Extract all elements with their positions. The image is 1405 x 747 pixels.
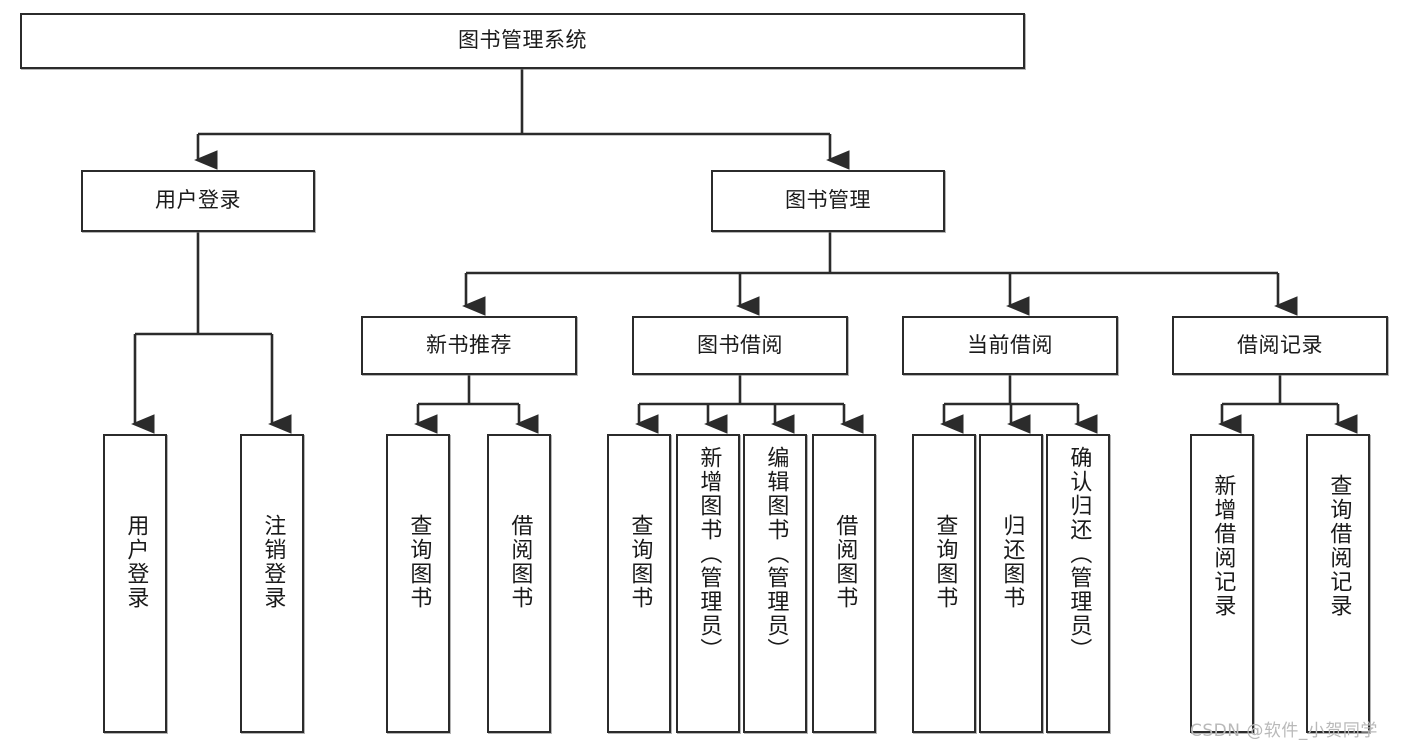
- node-book-manage[interactable]: 图书管理: [711, 170, 945, 232]
- leaf-bookborrow-edit-book[interactable]: 编辑图书（管理员）: [743, 434, 807, 733]
- node-book-borrow-label: 图书借阅: [697, 332, 783, 357]
- leaf-currentborrow-query-book[interactable]: 查询图书: [912, 434, 976, 733]
- node-book-borrow[interactable]: 图书借阅: [632, 316, 848, 375]
- leaf-logout-label: 注销登录: [260, 514, 286, 610]
- node-user-login-label: 用户登录: [155, 188, 241, 213]
- leaf-borrowrecord-add-record[interactable]: 新增借阅记录: [1190, 434, 1254, 733]
- leaf-logout[interactable]: 注销登录: [240, 434, 304, 733]
- leaf-user-login-label: 用户登录: [123, 514, 149, 610]
- node-root-label: 图书管理系统: [458, 28, 587, 53]
- leaf-bookborrow-add-book[interactable]: 新增图书（管理员）: [676, 434, 740, 733]
- leaf-bookborrow-add-book-label: 新增图书（管理员）: [696, 446, 722, 662]
- leaf-newbook-query-book-label: 查询图书: [406, 514, 432, 610]
- csdn-watermark-text: CSDN @软件_小贺同学: [1190, 721, 1378, 741]
- node-new-book-recommend-label: 新书推荐: [426, 332, 512, 357]
- leaf-currentborrow-confirm-return-label: 确认归还（管理员）: [1066, 446, 1092, 662]
- leaf-bookborrow-query-book[interactable]: 查询图书: [607, 434, 671, 733]
- leaf-bookborrow-borrow-book[interactable]: 借阅图书: [812, 434, 876, 733]
- leaf-borrowrecord-add-record-label: 新增借阅记录: [1210, 474, 1236, 618]
- node-borrow-record[interactable]: 借阅记录: [1172, 316, 1388, 375]
- node-current-borrow-label: 当前借阅: [967, 332, 1053, 357]
- leaf-currentborrow-confirm-return[interactable]: 确认归还（管理员）: [1046, 434, 1110, 733]
- node-root[interactable]: 图书管理系统: [20, 13, 1025, 69]
- leaf-borrowrecord-query-record[interactable]: 查询借阅记录: [1306, 434, 1370, 733]
- leaf-currentborrow-return-book[interactable]: 归还图书: [979, 434, 1043, 733]
- csdn-watermark: CSDN @软件_小贺同学: [1190, 716, 1378, 741]
- leaf-newbook-borrow-book[interactable]: 借阅图书: [487, 434, 551, 733]
- node-new-book-recommend[interactable]: 新书推荐: [361, 316, 577, 375]
- leaf-bookborrow-edit-book-label: 编辑图书（管理员）: [763, 446, 789, 662]
- node-current-borrow[interactable]: 当前借阅: [902, 316, 1118, 375]
- node-borrow-record-label: 借阅记录: [1237, 332, 1323, 357]
- leaf-newbook-query-book[interactable]: 查询图书: [386, 434, 450, 733]
- leaf-newbook-borrow-book-label: 借阅图书: [507, 514, 533, 610]
- leaf-user-login[interactable]: 用户登录: [103, 434, 167, 733]
- node-user-login[interactable]: 用户登录: [81, 170, 315, 232]
- leaf-bookborrow-borrow-book-label: 借阅图书: [832, 514, 858, 610]
- leaf-bookborrow-query-book-label: 查询图书: [627, 514, 653, 610]
- node-book-manage-label: 图书管理: [785, 188, 871, 213]
- leaf-borrowrecord-query-record-label: 查询借阅记录: [1326, 474, 1352, 618]
- leaf-currentborrow-return-book-label: 归还图书: [999, 514, 1025, 610]
- leaf-currentborrow-query-book-label: 查询图书: [932, 514, 958, 610]
